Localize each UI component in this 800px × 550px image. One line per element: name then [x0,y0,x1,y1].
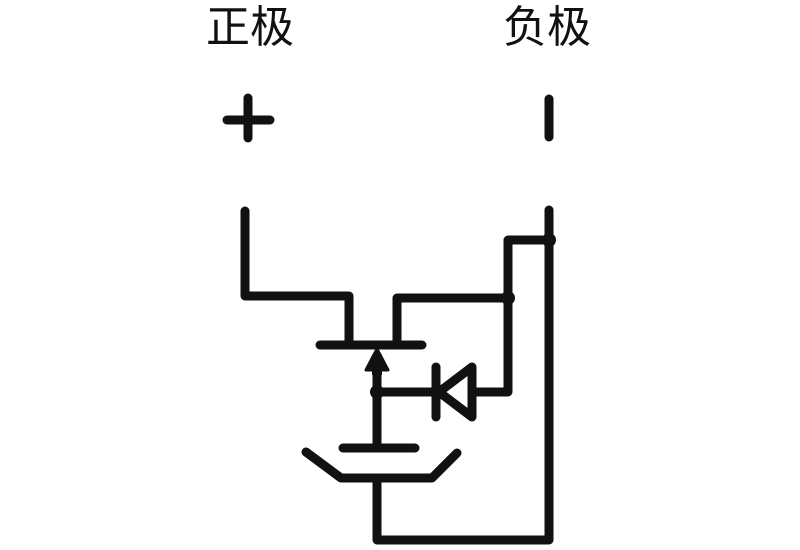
arrow-shaft [372,365,382,375]
cup-electrode [301,447,462,483]
diode-triangle-icon [434,362,477,422]
positive-wire [240,206,354,349]
diode-return-wire [467,235,554,397]
junction-dot [501,291,515,305]
transistor-right-wire [392,293,513,349]
plus-symbol-icon [222,93,275,143]
junction-dot [542,233,556,247]
positive-terminal-label: 正极 [206,2,294,53]
negative-terminal-label: 负极 [503,2,591,53]
junction-dot [370,385,384,399]
negative-wire [372,205,554,545]
